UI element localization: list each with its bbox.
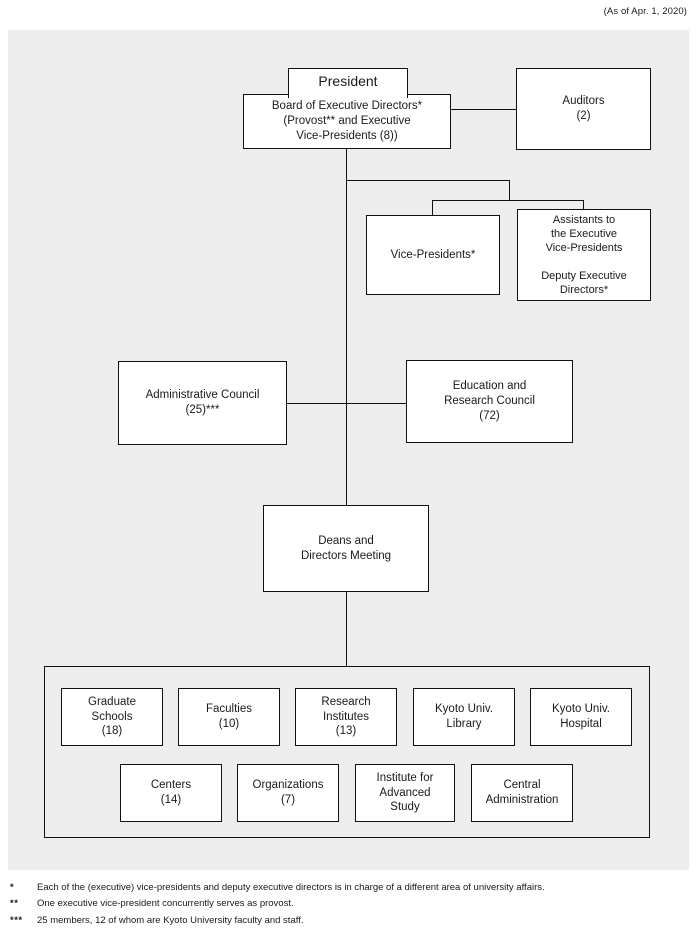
node-administrative-council[interactable]: Administrative Council (25)***: [118, 361, 287, 445]
unit-centers[interactable]: Centers (14): [120, 764, 222, 822]
unit-central-administration[interactable]: Central Administration: [471, 764, 573, 822]
connector-main-spine: [346, 149, 348, 535]
node-assistants-label: Assistants to the Executive Vice-Preside…: [541, 213, 627, 297]
unit-kyoto-univ-hospital[interactable]: Kyoto Univ. Hospital: [530, 688, 632, 746]
connector-spine-to-education-council: [346, 403, 407, 405]
unit-organizations[interactable]: Organizations (7): [237, 764, 339, 822]
node-administrative-council-label: Administrative Council (25)***: [145, 389, 260, 416]
node-deans-and-directors-meeting[interactable]: Deans and Directors Meeting: [263, 505, 429, 592]
footnotes: * Each of the (executive) vice-president…: [10, 880, 670, 929]
node-education-and-research-council[interactable]: Education and Research Council (72): [406, 360, 573, 443]
node-auditors-label: Auditors (2): [562, 95, 605, 122]
footnote-marker: *: [10, 882, 15, 893]
unit-kyoto-univ-library-label: Kyoto Univ. Library: [435, 703, 493, 730]
footnote-row: *** 25 members, 12 of whom are Kyoto Uni…: [10, 913, 670, 929]
node-president-label: President: [318, 73, 378, 89]
unit-kyoto-univ-library[interactable]: Kyoto Univ. Library: [413, 688, 515, 746]
footnote-text: Each of the (executive) vice-presidents …: [37, 882, 545, 893]
connector-branch-lower-horizontal: [432, 200, 584, 202]
unit-institute-for-advanced-study[interactable]: Institute for Advanced Study: [355, 764, 455, 822]
unit-institute-advanced-study-label: Institute for Advanced Study: [376, 771, 434, 814]
unit-central-administration-label: Central Administration: [485, 779, 559, 806]
unit-research-institutes[interactable]: Research Institutes (13): [295, 688, 397, 746]
node-board-of-executive-directors[interactable]: Board of Executive Directors* (Provost**…: [243, 94, 451, 149]
unit-research-institutes-label: Research Institutes (13): [321, 695, 371, 738]
connector-to-assistants: [583, 200, 585, 209]
unit-kyoto-univ-hospital-label: Kyoto Univ. Hospital: [552, 703, 610, 730]
unit-faculties[interactable]: Faculties (10): [178, 688, 280, 746]
connector-branch-upper-drop: [509, 180, 511, 200]
as-of-date-caption: (As of Apr. 1, 2020): [603, 6, 687, 17]
node-board-label: Board of Executive Directors* (Provost**…: [271, 100, 423, 142]
academic-units-group-container: [44, 666, 650, 838]
connector-board-to-auditors: [451, 109, 516, 111]
footnote-marker: ***: [10, 914, 23, 926]
connector-branch-upper-horizontal: [346, 180, 510, 182]
connector-spine-below-deans: [346, 592, 348, 666]
connector-admin-council-to-spine: [287, 403, 348, 405]
node-auditors[interactable]: Auditors (2): [516, 68, 651, 150]
footnote-text: 25 members, 12 of whom are Kyoto Univers…: [37, 914, 304, 926]
unit-centers-label: Centers (14): [150, 779, 192, 806]
node-education-research-council-label: Education and Research Council (72): [444, 380, 535, 422]
unit-organizations-label: Organizations (7): [252, 779, 324, 806]
node-deans-directors-meeting-label: Deans and Directors Meeting: [300, 534, 392, 562]
president-box-seam: [289, 92, 407, 96]
node-vice-presidents[interactable]: Vice-Presidents*: [366, 215, 500, 295]
footnote-row: * Each of the (executive) vice-president…: [10, 880, 670, 896]
node-assistants-deputy-directors[interactable]: Assistants to the Executive Vice-Preside…: [517, 209, 651, 301]
footnote-text: One executive vice-president concurrentl…: [37, 898, 294, 910]
footnote-marker: **: [10, 898, 19, 910]
unit-graduate-schools[interactable]: Graduate Schools (18): [61, 688, 163, 746]
unit-graduate-schools-label: Graduate Schools (18): [88, 695, 136, 738]
node-vice-presidents-label: Vice-Presidents*: [390, 248, 476, 261]
unit-faculties-label: Faculties (10): [205, 703, 253, 730]
connector-to-vice-presidents: [432, 200, 434, 215]
footnote-row: ** One executive vice-president concurre…: [10, 896, 670, 912]
